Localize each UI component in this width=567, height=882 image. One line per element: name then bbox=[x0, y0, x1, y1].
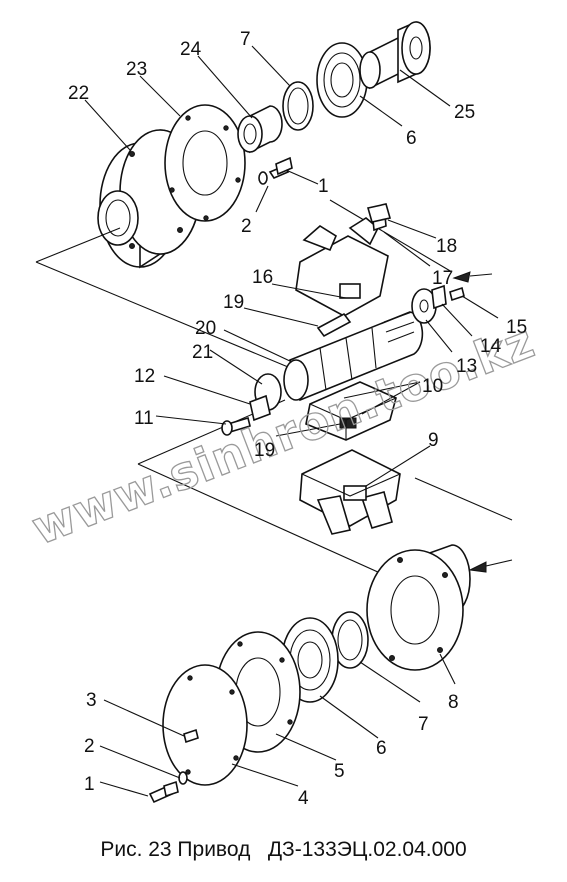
callout-1-top: 1 bbox=[318, 176, 329, 197]
callout-5: 5 bbox=[334, 761, 345, 782]
leader-lines bbox=[84, 45, 499, 797]
direction-arrowhead-bottom bbox=[468, 561, 487, 573]
callout-21: 21 bbox=[192, 342, 213, 363]
callout-3: 3 bbox=[86, 690, 97, 711]
watermark: www.sinhron.too.kz bbox=[25, 314, 542, 556]
callout-18: 18 bbox=[436, 236, 457, 257]
callout-19-top: 19 bbox=[223, 292, 244, 313]
part-8-housing bbox=[366, 544, 471, 671]
part-14-lock-plate bbox=[431, 284, 447, 310]
callout-14: 14 bbox=[480, 336, 502, 357]
figure-caption: Рис. 23 Привод ДЗ-133ЭЦ.02.04.000 bbox=[100, 838, 467, 861]
callout-24: 24 bbox=[180, 39, 202, 60]
callout-12: 12 bbox=[134, 366, 155, 387]
part-24-bushing bbox=[237, 105, 283, 154]
part-10-caps bbox=[305, 381, 397, 441]
callout-17: 17 bbox=[432, 268, 453, 289]
callout-13: 13 bbox=[456, 356, 477, 377]
callout-15: 15 bbox=[506, 317, 527, 338]
part-25-gear bbox=[359, 21, 431, 90]
part-3-pin bbox=[183, 728, 199, 744]
callout-6-bottom: 6 bbox=[376, 738, 387, 759]
part-1-bolt-bottom bbox=[148, 780, 179, 804]
callout-11: 11 bbox=[134, 408, 154, 429]
callout-25: 25 bbox=[454, 102, 475, 123]
part-19-key-top bbox=[316, 312, 352, 338]
part-15-screw bbox=[449, 286, 465, 302]
direction-arrow-top bbox=[469, 273, 493, 277]
callout-23: 23 bbox=[126, 59, 147, 80]
callout-6-top: 6 bbox=[406, 128, 417, 149]
callout-7-top: 7 bbox=[240, 29, 251, 50]
callout-4: 4 bbox=[298, 788, 309, 809]
part-18-bolt bbox=[366, 203, 392, 223]
part-4-cover bbox=[162, 664, 248, 786]
part-23-gasket bbox=[164, 104, 246, 222]
callout-7-bottom: 7 bbox=[418, 714, 429, 735]
part-12-plate bbox=[249, 394, 271, 422]
part-1-bolt-top bbox=[258, 156, 293, 185]
callout-20: 20 bbox=[195, 318, 216, 339]
callout-2-bottom: 2 bbox=[84, 736, 95, 757]
callout-22: 22 bbox=[68, 83, 89, 104]
callout-2-top: 2 bbox=[241, 216, 252, 237]
callout-9: 9 bbox=[428, 430, 439, 451]
callout-1-bottom: 1 bbox=[84, 774, 95, 795]
callout-19-bottom: 19 bbox=[254, 440, 275, 461]
direction-arrowhead-top bbox=[452, 271, 471, 283]
callout-8: 8 bbox=[448, 692, 459, 713]
callout-10: 10 bbox=[422, 376, 443, 397]
part-6-bearing-top bbox=[316, 42, 368, 118]
part-9-bracket bbox=[299, 449, 401, 535]
part-7-ring-top bbox=[282, 81, 314, 131]
callout-16: 16 bbox=[252, 267, 273, 288]
part-16-bracket bbox=[295, 204, 389, 317]
part-11-bolt bbox=[221, 416, 251, 436]
plane-top bbox=[35, 199, 453, 273]
direction-arrow-bottom bbox=[485, 559, 513, 567]
part-2-washer-bottom bbox=[178, 771, 188, 785]
plane-middle bbox=[35, 261, 513, 583]
